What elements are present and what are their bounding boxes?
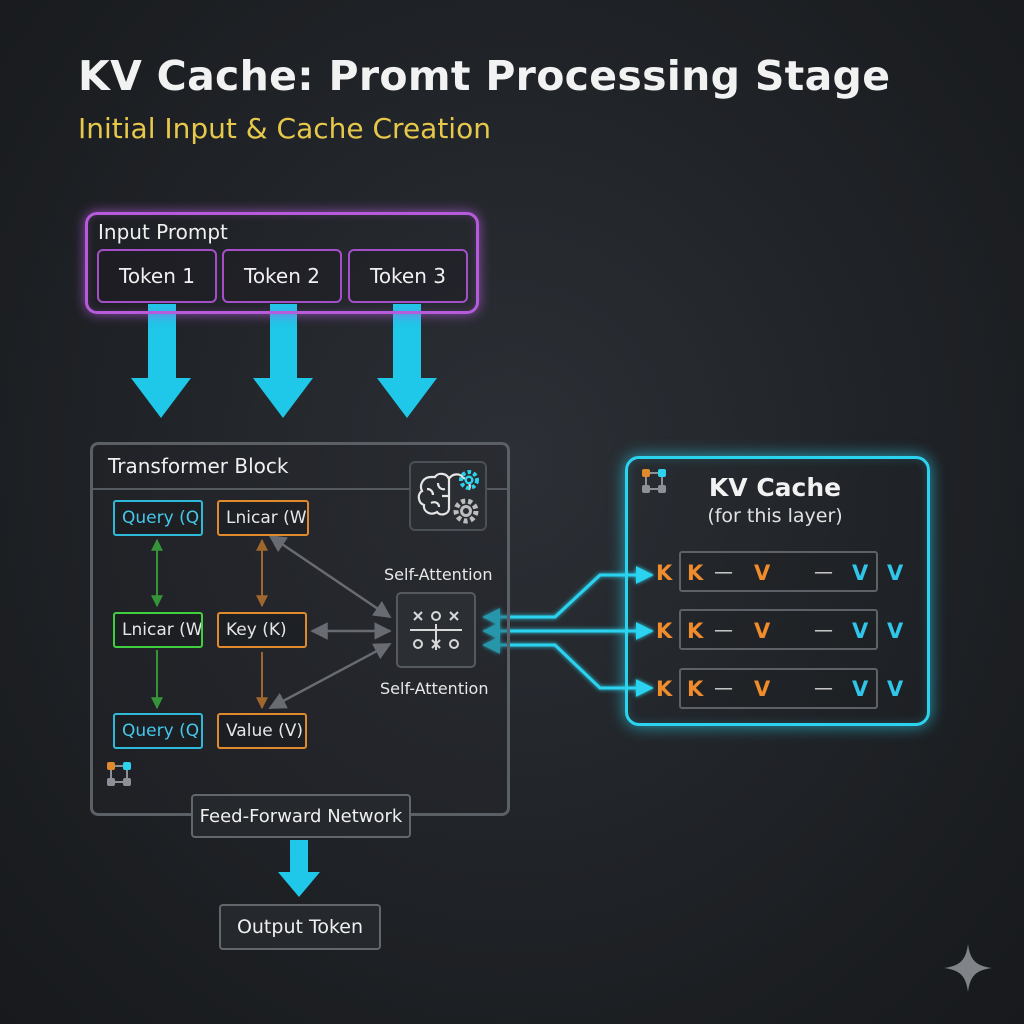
value-box: Value (V) [217,713,307,749]
self-attention-box [396,592,476,668]
token-2: Token 2 [222,249,342,303]
token3-arrow [377,304,437,418]
transformer-block-label: Transformer Block [108,454,289,478]
token1-arrow [131,304,191,418]
input-prompt-label: Input Prompt [98,220,228,244]
kv-cache-subtitle: (for this layer) [707,505,843,527]
output-down-arrow [278,840,320,897]
kv-row-2-v: V [754,619,771,643]
self-attention-label-bottom: Self-Attention [380,679,489,698]
gray-arrow-top [268,534,392,619]
kv-row-2-outer-k: K [656,619,673,643]
input-prompt-box [85,212,479,314]
kv-row-3-dash-1: — [714,677,733,699]
self-attention-label-top: Self-Attention [384,565,493,584]
kv-row-1-v2: V [852,561,869,585]
attention-grid-icon [410,611,462,650]
kv-row-2-v2: V [852,619,869,643]
kv-row-1-v: V [754,561,771,585]
token2-arrow [253,304,313,418]
transformer-block-divider [93,488,507,490]
kv-row-1-dash-1: — [714,561,733,583]
kv-row-2 [679,609,878,650]
kv-row-3-v2: V [852,677,869,701]
token-3: Token 3 [348,249,468,303]
kv-row-3-v: V [754,677,771,701]
kv-row-1-k: K [687,561,704,585]
page-title: KV Cache: Promt Processing Stage [78,52,891,100]
key-box: Key (K) [217,612,307,648]
kv-cache-title: KV Cache [708,473,842,502]
query-box-bottom: Query (Q [113,713,203,749]
kv-row-1 [679,551,878,592]
page-subtitle: Initial Input & Cache Creation [78,112,491,145]
kv-row-3-k: K [687,677,704,701]
sparkle-icon [942,942,994,998]
brain-gear-icon [409,461,487,531]
kv-row-2-outer-v: V [887,619,904,643]
query-box-top: Query (Q [113,500,203,536]
kv-row-1-outer-k: K [656,561,673,585]
kv-row-1-outer-v: V [887,561,904,585]
kv-row-2-k: K [687,619,704,643]
kv-row-3-outer-k: K [656,677,673,701]
gray-arrow-bottom [268,642,392,710]
nodes-icon [105,760,133,792]
token-down-arrows [131,304,437,418]
gear-gray-icon [453,498,479,524]
output-token: Output Token [219,904,381,950]
kv-cache-nodes-icon [640,467,668,499]
kv-row-3-outer-v: V [887,677,904,701]
token-1: Token 1 [97,249,217,303]
linear-wk-box: Lnicar (Wk [113,612,203,648]
kv-row-3 [679,668,878,709]
linear-wq-box: Lnicar (Wq [217,500,309,536]
kv-row-2-dash-2: — [814,619,833,641]
kv-cache-box [625,456,930,726]
kv-row-1-dash-2: — [814,561,833,583]
kv-row-3-dash-2: — [814,677,833,699]
feed-forward-network: Feed-Forward Network [191,794,411,838]
kv-row-2-dash-1: — [714,619,733,641]
gear-cyan-icon [459,470,479,490]
